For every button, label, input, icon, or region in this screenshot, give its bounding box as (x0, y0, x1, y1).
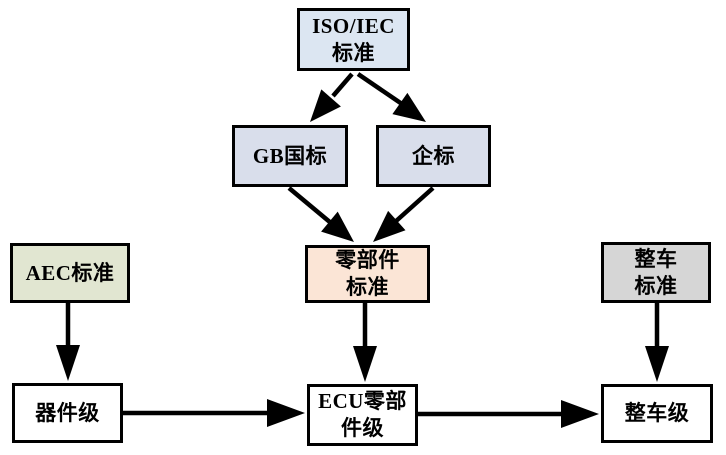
node-label: AEC标准 (25, 260, 115, 285)
node-label: 标准 (346, 275, 389, 299)
node-aec-standard: AEC标准 (10, 243, 130, 303)
arrow-ecu-to-vehiclelevel (418, 400, 599, 428)
node-label: ISO/IEC (312, 13, 395, 38)
arrow-component-to-ecu (353, 303, 377, 382)
node-label: ECU零部 (318, 389, 407, 413)
node-component-standard: 零部件 标准 (305, 245, 430, 303)
arrow-iso-to-gb (310, 72, 354, 122)
arrow-device-to-ecu (123, 399, 305, 427)
node-label: 整车级 (624, 401, 690, 425)
node-gb-national-standard: GB国标 (232, 125, 348, 187)
node-label: 企标 (412, 143, 455, 168)
arrow-aec-to-device (56, 303, 80, 381)
node-vehicle-level: 整车级 (601, 384, 713, 443)
arrow-vehiclestd-to-vehiclelevel (645, 303, 669, 382)
node-label: 标准 (332, 40, 375, 65)
arrow-enterprise-to-component (373, 186, 435, 242)
node-label: 零部件 (335, 248, 400, 272)
node-label: GB国标 (252, 143, 328, 168)
arrow-iso-to-enterprise (356, 72, 426, 122)
node-label: 件级 (341, 416, 384, 440)
node-label: 标准 (634, 273, 678, 298)
node-enterprise-standard: 企标 (376, 125, 491, 187)
node-label: 器件级 (35, 400, 100, 425)
node-device-level: 器件级 (12, 383, 123, 443)
node-vehicle-standard: 整车 标准 (601, 242, 711, 303)
node-label: 整车 (634, 246, 678, 271)
arrow-gb-to-component (287, 186, 354, 242)
node-iso-iec-standard: ISO/IEC 标准 (297, 8, 410, 71)
node-ecu-component-level: ECU零部 件级 (307, 384, 418, 446)
